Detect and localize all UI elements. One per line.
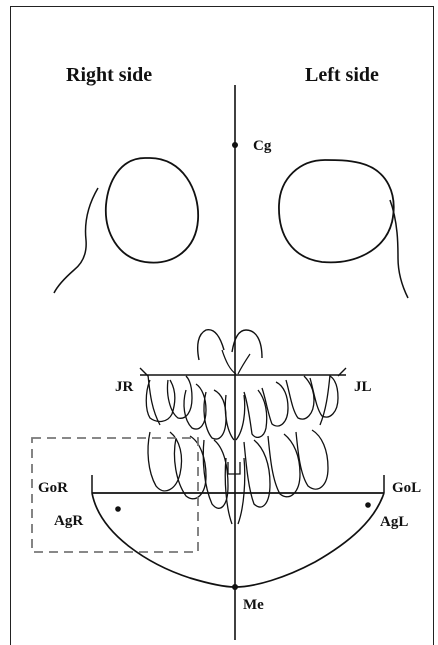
label-agr: AgR — [54, 513, 83, 529]
septum-outline — [222, 350, 250, 374]
label-me: Me — [243, 597, 264, 613]
nasal-outline — [198, 330, 262, 360]
upper-left-incisor — [244, 390, 267, 437]
me-point — [232, 584, 238, 590]
lower-right-molar — [148, 432, 182, 491]
midline-incisor-box — [228, 462, 240, 474]
upper-dentition — [146, 376, 338, 440]
gonial-ticks — [92, 475, 384, 493]
header-right-side: Right side — [66, 64, 152, 86]
lower-dentition — [148, 430, 328, 524]
left-orbit — [279, 160, 394, 262]
upper-left-molar-2 — [286, 376, 314, 419]
label-gol: GoL — [392, 480, 421, 496]
label-gor: GoR — [38, 480, 68, 496]
label-cg: Cg — [253, 138, 272, 154]
upper-right-premolar — [184, 384, 206, 429]
lower-right-canine — [203, 440, 228, 508]
right-orbit — [106, 158, 198, 263]
lower-left-canine — [244, 440, 270, 507]
agl-point — [365, 502, 371, 508]
header-left-side: Left side — [305, 64, 379, 86]
lower-left-premolar — [268, 434, 300, 497]
label-jr: JR — [115, 379, 134, 395]
upper-left-premolar — [262, 382, 288, 426]
mandible-border — [92, 493, 384, 587]
lower-left-molar — [296, 430, 328, 489]
agr-point — [115, 506, 121, 512]
cg-point — [232, 142, 238, 148]
upper-right-molar — [146, 380, 175, 421]
label-jl: JL — [354, 379, 372, 395]
upper-right-incisor — [204, 390, 226, 439]
label-agl: AgL — [380, 514, 408, 530]
right-orbit-rim — [54, 188, 98, 293]
